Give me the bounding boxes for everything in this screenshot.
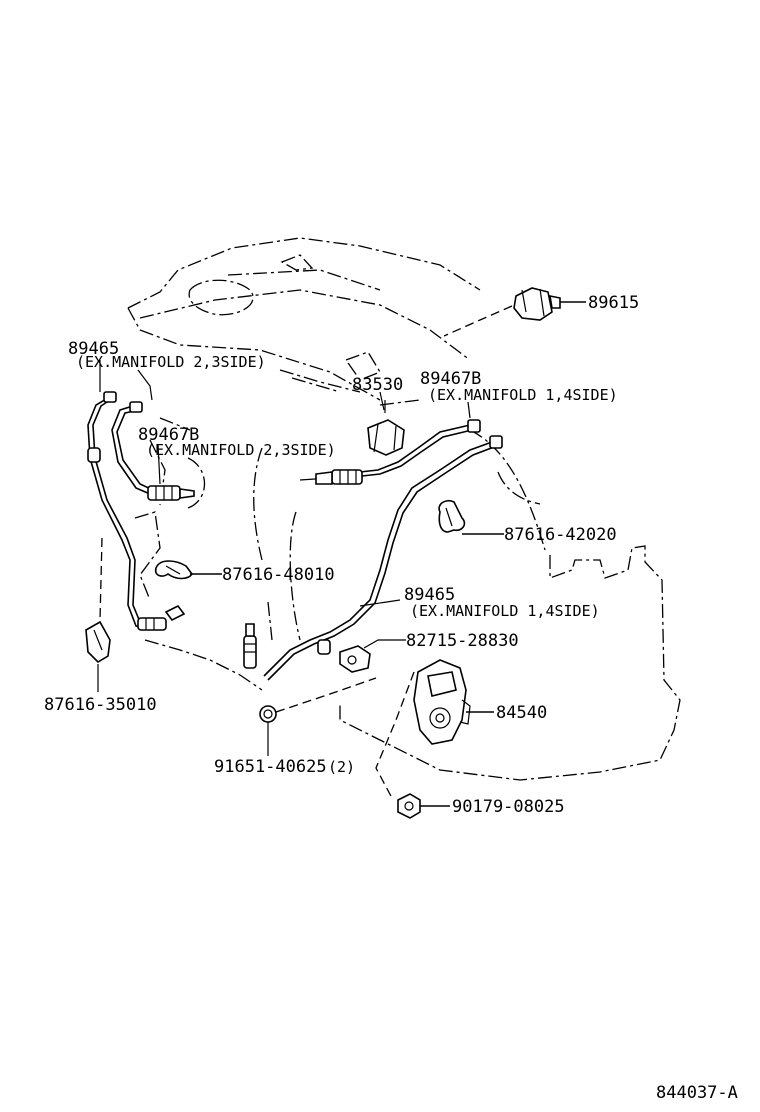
label-89465-right: 89465 bbox=[404, 585, 455, 605]
wire-connectors bbox=[87, 391, 503, 655]
sensor-wires bbox=[87, 397, 495, 681]
label-89467b-right: 89467B bbox=[420, 369, 481, 389]
note-89465-left: (EX.MANIFOLD 2,3SIDE) bbox=[76, 353, 266, 371]
note-89467b-right: (EX.MANIFOLD 1,4SIDE) bbox=[428, 386, 618, 404]
sensor-89615 bbox=[513, 287, 561, 321]
leader-lines bbox=[97, 301, 586, 807]
note-89467b-left: (EX.MANIFOLD 2,3SIDE) bbox=[146, 441, 336, 459]
sensor-89467b-right bbox=[299, 469, 363, 485]
sensor-89465-left bbox=[137, 604, 186, 631]
clamp-87616-42020 bbox=[438, 499, 466, 533]
qty-91651-40625: (2) bbox=[328, 758, 355, 776]
label-90179-08025: 90179-08025 bbox=[452, 797, 565, 817]
sensor-89465-right bbox=[243, 623, 257, 669]
clamp-87616-48010 bbox=[154, 560, 193, 580]
label-87616-48010: 87616-48010 bbox=[222, 565, 335, 585]
label-84540: 84540 bbox=[496, 703, 547, 723]
sensor-89467b-left bbox=[147, 485, 195, 501]
engine-outline bbox=[127, 237, 681, 781]
label-82715-28830: 82715-28830 bbox=[406, 631, 519, 651]
label-89467b-left: 89467B bbox=[138, 425, 199, 445]
switch-83530 bbox=[367, 400, 405, 456]
label-91651-40625: 91651-40625 bbox=[214, 757, 327, 777]
callout-labels: 89615 89465 (EX.MANIFOLD 2,3SIDE) 83530 … bbox=[44, 293, 738, 1103]
switch-84540 bbox=[413, 659, 471, 745]
note-89465-right: (EX.MANIFOLD 1,4SIDE) bbox=[410, 602, 600, 620]
label-89615: 89615 bbox=[588, 293, 639, 313]
label-89465-left: 89465 bbox=[68, 339, 119, 359]
label-87616-42020: 87616-42020 bbox=[504, 525, 617, 545]
label-83530: 83530 bbox=[352, 375, 403, 395]
bolt-91651-40625 bbox=[259, 705, 277, 723]
nut-90179-08025 bbox=[397, 793, 421, 819]
bracket-82715-28830 bbox=[339, 645, 371, 673]
clamp-87616-35010 bbox=[85, 620, 111, 664]
label-87616-35010: 87616-35010 bbox=[44, 695, 157, 715]
parts bbox=[85, 287, 561, 819]
diagram-id: 844037-A bbox=[656, 1083, 738, 1103]
